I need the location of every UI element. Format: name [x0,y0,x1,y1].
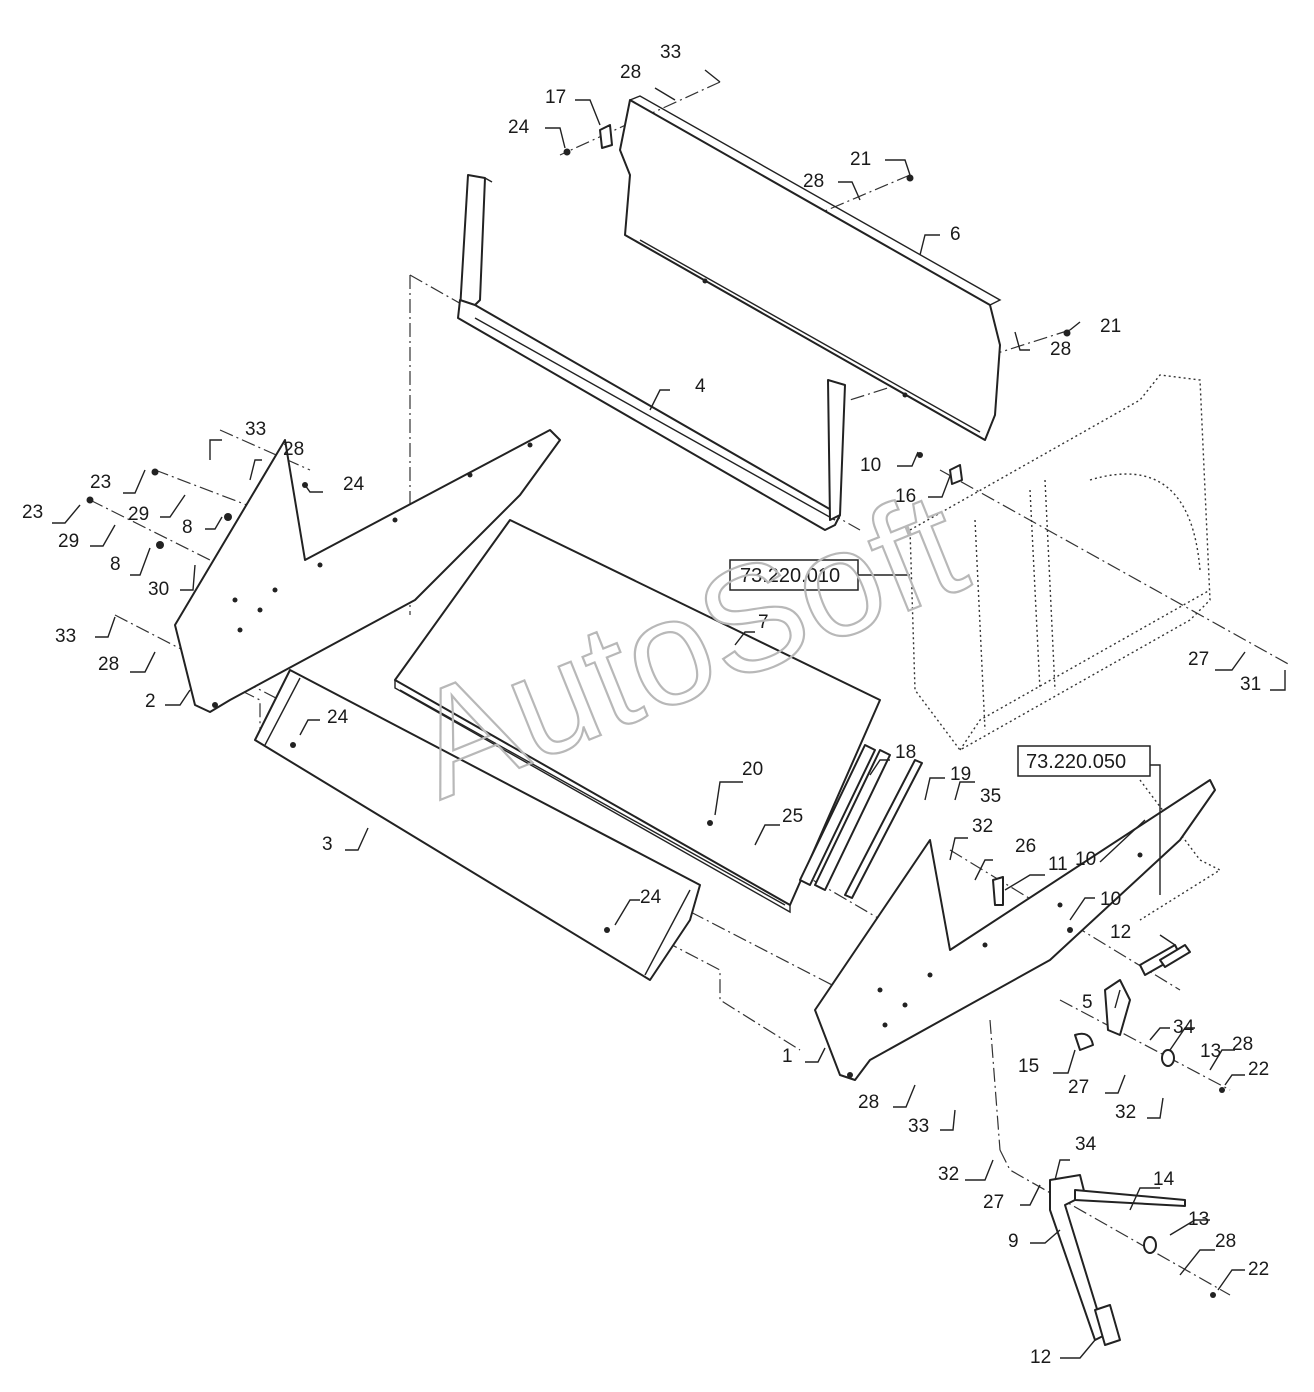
callout-29: 29 [58,531,79,552]
callout-22: 22 [1248,1259,1269,1280]
callout-24: 24 [327,707,349,728]
callout-8: 8 [182,517,193,538]
callout-24: 24 [640,887,662,908]
callout-34: 34 [1173,1017,1195,1038]
callout-31: 31 [1240,674,1261,695]
callout-25: 25 [782,806,803,827]
callout-34: 34 [1075,1134,1097,1155]
callout-13: 13 [1200,1041,1221,1062]
callout-12: 12 [1030,1347,1051,1368]
callout-7: 7 [758,612,769,633]
part-2-left-side-plate [174,429,561,713]
small-hardware [86,124,1225,1346]
callout-14: 14 [1153,1169,1175,1190]
callout-28: 28 [620,62,641,83]
callout-28: 28 [98,654,119,675]
parts-18-19-strips [799,744,923,899]
reference-73-220-050: 73.220.050 [1026,751,1126,773]
callout-28: 28 [858,1092,879,1113]
callout-labels: 33 28 17 24 21 28 6 21 28 4 10 16 33 28 … [22,42,1269,1368]
callout-13: 13 [1188,1209,1209,1230]
callout-27: 27 [1188,649,1209,670]
callout-6: 6 [950,224,961,245]
callout-28: 28 [1050,339,1071,360]
part-4-frame [457,174,846,531]
callout-28: 28 [1215,1231,1236,1252]
callout-22: 22 [1248,1059,1269,1080]
callout-4: 4 [695,376,706,397]
callout-21: 21 [850,149,871,170]
callout-33: 33 [660,42,681,63]
callout-32: 32 [938,1164,959,1185]
callout-28: 28 [1232,1034,1253,1055]
callout-11: 11 [1048,854,1068,875]
callout-33: 33 [908,1116,929,1137]
callout-3: 3 [322,834,333,855]
part-6-top-panel [619,95,1002,441]
callout-29: 29 [128,504,149,525]
callout-5: 5 [1082,992,1093,1013]
callout-27: 27 [983,1192,1004,1213]
callout-27: 27 [1068,1077,1089,1098]
callout-17: 17 [545,87,566,108]
part-3-lower-panel [254,669,701,981]
leader-lines [52,69,1286,1359]
callout-10: 10 [1100,889,1121,910]
callout-16: 16 [895,486,916,507]
callout-10: 10 [860,455,881,476]
callout-23: 23 [22,502,43,523]
callout-2: 2 [145,691,156,712]
part-1-right-side-plate [814,779,1216,1081]
callout-32: 32 [972,816,993,837]
callout-12: 12 [1110,922,1131,943]
callout-35: 35 [980,786,1001,807]
callout-24: 24 [343,474,365,495]
callout-8: 8 [110,554,121,575]
callout-1: 1 [782,1046,793,1067]
callout-30: 30 [148,579,169,600]
callout-28: 28 [283,439,304,460]
callout-21: 21 [1100,316,1121,337]
callout-19: 19 [950,764,971,785]
callout-10: 10 [1075,849,1096,870]
reference-boxes: 73.220.010 73.220.050 [729,559,1151,777]
callout-28: 28 [803,171,824,192]
reference-73-220-010: 73.220.010 [740,565,840,587]
callout-33: 33 [55,626,76,647]
callout-9: 9 [1008,1231,1019,1252]
callout-20: 20 [742,759,763,780]
callout-33: 33 [245,419,266,440]
callout-32: 32 [1115,1102,1136,1123]
callout-15: 15 [1018,1056,1039,1077]
part-7-floor-sheet [394,519,881,914]
callout-18: 18 [895,742,916,763]
callout-23: 23 [90,472,111,493]
callout-26: 26 [1015,836,1036,857]
callout-24: 24 [508,117,530,138]
